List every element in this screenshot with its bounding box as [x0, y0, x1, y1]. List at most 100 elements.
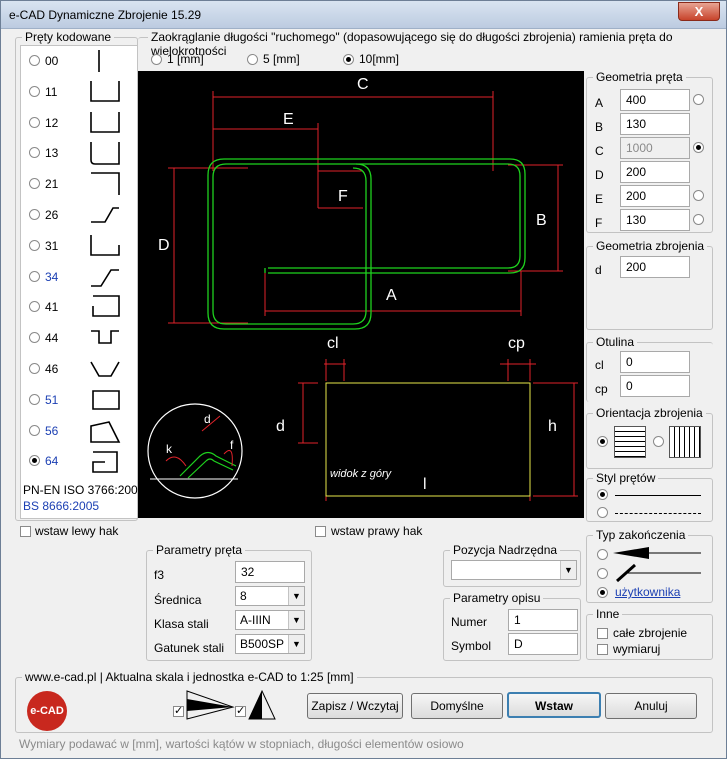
bar-code-radio[interactable]: [29, 239, 40, 251]
bar-shape-icon: [90, 111, 120, 133]
ecad-logo: e-CAD: [27, 691, 67, 731]
geometry-radio-A[interactable]: [693, 94, 704, 105]
geometry-input-A[interactable]: 400: [620, 89, 690, 111]
symbol-input[interactable]: D: [508, 633, 578, 655]
bar-code-radio[interactable]: [29, 363, 40, 374]
geometry-radio-F[interactable]: [693, 214, 704, 225]
bar-code-64[interactable]: 64: [21, 446, 137, 476]
reinforcement-d-input[interactable]: 200: [620, 256, 690, 278]
parent-position-select[interactable]: ▼: [451, 560, 577, 580]
insert-button[interactable]: Wstaw: [507, 692, 601, 718]
orientation-title: Orientacja zbrojenia: [593, 406, 706, 420]
cover-cp-input[interactable]: 0: [620, 375, 690, 397]
bar-code-radio[interactable]: [29, 424, 40, 436]
dimension-checkbox[interactable]: [597, 644, 608, 655]
bar-style-dashed-radio[interactable]: [597, 507, 608, 518]
geometry-input-E[interactable]: 200: [620, 185, 690, 207]
f3-input[interactable]: 32: [235, 561, 305, 583]
number-input[interactable]: 1: [508, 609, 578, 631]
ending-type-group: Typ zakończenia: [586, 528, 713, 603]
footer-title: www.e-cad.pl | Aktualna skala i jednostk…: [22, 670, 357, 684]
rounding-option-label: 1 [mm]: [167, 52, 204, 66]
save-load-button[interactable]: Zapisz / Wczytaj: [307, 693, 403, 719]
view-label: widok z góry: [330, 468, 393, 480]
bar-code-radio[interactable]: [29, 393, 40, 405]
status-bar: Wymiary podawać w [mm], wartości kątów w…: [19, 737, 464, 751]
bar-code-00[interactable]: 00: [21, 46, 137, 76]
right-hook-checkbox[interactable]: [315, 526, 326, 537]
tick-ending-icon: [616, 563, 701, 583]
arrow-symbol-checkbox[interactable]: [173, 704, 184, 717]
bar-code-21[interactable]: 21: [21, 169, 137, 199]
bar-code-radio[interactable]: [29, 178, 40, 190]
bar-code-12[interactable]: 12: [21, 108, 137, 138]
rounding-radio-1[interactable]: [247, 54, 258, 65]
bar-code-radio[interactable]: [29, 209, 40, 220]
bar-code-51[interactable]: 51: [21, 385, 137, 415]
bar-code-34[interactable]: 34: [21, 262, 137, 292]
chevron-down-icon: ▼: [288, 611, 304, 629]
ending-tick-radio[interactable]: [597, 568, 608, 579]
orientation-horizontal-radio[interactable]: [597, 436, 608, 447]
dim-label-h: h: [548, 418, 557, 435]
bar-code-radio[interactable]: [29, 301, 40, 313]
bar-code-31[interactable]: 31: [21, 231, 137, 261]
dim-label-F: F: [338, 188, 348, 205]
cover-cp-label: cp: [595, 382, 608, 396]
bar-code-radio[interactable]: [29, 116, 40, 128]
ending-user-link[interactable]: użytkownika: [615, 585, 681, 599]
symbol-label: Symbol: [451, 639, 492, 653]
bar-code-46[interactable]: 46: [21, 354, 137, 384]
cover-cl-input[interactable]: 0: [620, 351, 690, 373]
bar-code-radio[interactable]: [29, 270, 40, 282]
orientation-vertical-radio[interactable]: [653, 436, 664, 447]
bar-code-radio[interactable]: [29, 332, 40, 344]
geometry-input-B[interactable]: 130: [620, 113, 690, 135]
bar-code-radio[interactable]: [29, 147, 40, 159]
cover-cl-label: cl: [595, 358, 604, 372]
steel-grade-select[interactable]: B500SP▼: [235, 634, 305, 654]
bar-code-13[interactable]: 13: [21, 138, 137, 168]
bar-shape-icon: [91, 172, 120, 196]
rounding-radio-0[interactable]: [151, 54, 162, 65]
steel-class-select[interactable]: A-IIIN▼: [235, 610, 305, 630]
geometry-radio-C[interactable]: [693, 142, 704, 153]
steel-grade-value: B500SP: [240, 637, 285, 651]
bar-style-group: Styl prętów: [586, 471, 713, 522]
geometry-radio-E[interactable]: [693, 190, 704, 201]
standard-pn-label: PN-EN ISO 3766:2006: [23, 483, 145, 497]
bar-shape-icon: [92, 451, 118, 474]
triangle-symbol-checkbox[interactable]: [235, 704, 246, 717]
chevron-down-icon: ▼: [560, 561, 576, 579]
bar-code-radio[interactable]: [29, 55, 40, 66]
bar-code-26[interactable]: 26: [21, 200, 137, 230]
diameter-select[interactable]: 8▼: [235, 586, 305, 606]
bar-shape-icon: [91, 268, 119, 287]
dim-label-E: E: [283, 111, 294, 128]
bar-code-label: 51: [45, 392, 59, 407]
horizontal-bars-icon: [614, 426, 646, 458]
bar-code-11[interactable]: 11: [21, 77, 137, 107]
bar-drawing-svg: C E F B D A cl cp d h l widok z góry k d…: [147, 76, 578, 501]
whole-reinforcement-checkbox[interactable]: [597, 628, 608, 639]
title-bar: e-CAD Dynamiczne Zbrojenie 15.29 X: [1, 1, 726, 29]
geometry-input-D[interactable]: 200: [620, 161, 690, 183]
ending-user-radio[interactable]: [597, 587, 608, 598]
rounding-radio-2[interactable]: [343, 54, 354, 65]
bar-code-radio[interactable]: [29, 455, 40, 467]
bar-code-41[interactable]: 41: [21, 292, 137, 322]
bar-style-solid-radio[interactable]: [597, 489, 608, 500]
geometry-input-F[interactable]: 130: [620, 209, 690, 231]
close-button[interactable]: X: [678, 2, 720, 21]
bar-code-radio[interactable]: [29, 85, 40, 97]
bar-code-56[interactable]: 56: [21, 416, 137, 446]
cancel-button[interactable]: Anuluj: [605, 693, 697, 719]
chevron-down-icon: ▼: [288, 587, 304, 605]
left-hook-checkbox[interactable]: [20, 526, 31, 537]
ending-arrow-radio[interactable]: [597, 549, 608, 560]
bar-params-group: Parametry pręta: [146, 543, 312, 661]
bar-code-44[interactable]: 44: [21, 323, 137, 353]
defaults-button[interactable]: Domyślne: [411, 693, 503, 719]
geometry-label-D: D: [595, 168, 604, 182]
